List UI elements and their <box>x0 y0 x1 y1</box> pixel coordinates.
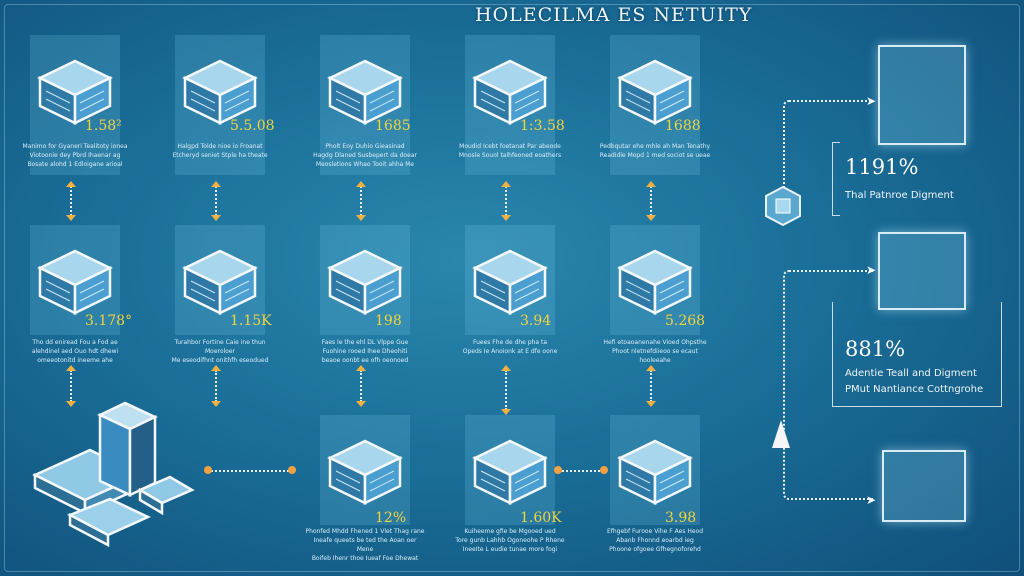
infographic-title: HOLECILMA ES NETUITY <box>475 4 753 26</box>
card-description: Fuees Fhe de dhe pha ta Opeds Ie Anoionk… <box>462 339 558 355</box>
server-rack-box <box>878 45 966 145</box>
isometric-building-icon <box>327 439 403 505</box>
card-value: 1685 <box>375 118 411 134</box>
isometric-building-icon <box>37 59 113 125</box>
card-value: 12% <box>375 510 407 526</box>
card-description: Pedbqutar ehe mhle ah Man Tenathy Readid… <box>599 143 711 159</box>
flow-arrow <box>66 181 76 221</box>
hexagon-node-icon <box>765 185 801 227</box>
flow-arrow <box>501 365 511 415</box>
side-stat-2-text-1: Adentie Teall and Digment <box>845 368 977 379</box>
warning-triangle-icon <box>772 420 790 448</box>
arrowhead-icon: ➤ <box>866 493 877 507</box>
card-description: Turahbor Fortine Caie ine thun Moeroloer… <box>171 339 269 364</box>
card-description: Phonfed Mhdd Fhened 1 Vlet Thag rane Ine… <box>305 528 425 562</box>
flow-arrow <box>66 365 76 407</box>
card-value: 1688 <box>665 118 701 134</box>
isometric-building-icon <box>472 249 548 315</box>
isometric-building-icon <box>617 249 693 315</box>
card-value: 5.268 <box>665 313 706 329</box>
dotted-connector <box>783 100 873 190</box>
card-description: Kuiheeme gfie be Mgooed ued Tore gunb La… <box>455 528 565 553</box>
isometric-building-icon <box>182 249 258 315</box>
campus-building-icon <box>32 401 195 548</box>
card-description: Hefi etoaoanenahe Vioed Ohpsthe Phoot nl… <box>603 339 707 364</box>
glass-cube-box <box>882 450 966 522</box>
flow-arrow <box>211 365 221 407</box>
card-description: Moudid Icebt foetanat Par abeode Mnosle … <box>458 143 562 159</box>
arrowhead-icon: ➤ <box>866 94 877 108</box>
isometric-building-icon <box>182 59 258 125</box>
isometric-building-icon <box>617 59 693 125</box>
flow-arrow <box>501 181 511 221</box>
card-value: 3.94 <box>520 313 552 329</box>
flow-arrow <box>646 365 656 407</box>
bracket <box>832 142 840 216</box>
card-value: 1:3.58 <box>520 118 565 134</box>
flow-arrow <box>646 181 656 221</box>
card-description: Pholt Eoy Duhio Gieasinad Hagdg Dlaned S… <box>313 143 417 168</box>
card-value: 1.15K <box>230 313 272 329</box>
connector-arrow <box>204 466 296 474</box>
card-description: Tho dd eniread Fou a Fod ae alehdinel ae… <box>31 339 119 364</box>
isometric-building-icon <box>327 59 403 125</box>
arrowhead-icon: ➤ <box>866 263 877 277</box>
frame <box>4 4 1020 572</box>
connector-arrow <box>554 466 608 474</box>
side-stat-2-text-2: PMut Nantiance Cottngrohe <box>845 384 984 395</box>
isometric-building-icon <box>472 59 548 125</box>
isometric-building-icon <box>327 249 403 315</box>
side-stat-1-value: 1191% <box>845 155 919 179</box>
isometric-building-icon <box>617 439 693 505</box>
card-value: 198 <box>375 313 402 329</box>
flow-arrow <box>356 365 366 407</box>
card-value: 3.178° <box>85 313 133 329</box>
flow-arrow <box>356 181 366 221</box>
side-stat-1-text: Thal Patnroe Digment <box>845 190 954 201</box>
card-description: Manimo for Gyaneri Tealitoty ionea Vioto… <box>22 143 128 168</box>
card-value: 5.5.08 <box>230 118 275 134</box>
isometric-building-icon <box>37 249 113 315</box>
flow-arrow <box>211 181 221 221</box>
isometric-building-icon <box>472 439 548 505</box>
glass-cube-box <box>878 232 966 310</box>
card-description: Halgpd Tolde nioe io Froanat Etcheryd se… <box>172 143 268 159</box>
card-description: Efhgebf Furooe Vihe F Aes Heod Abanb Fho… <box>606 528 704 553</box>
card-value: 1.60K <box>520 510 562 526</box>
card-description: Faes Ie the ehl DL Vlppe Gue Fuohine roo… <box>321 339 409 364</box>
card-value: 1.58² <box>85 118 122 134</box>
dotted-connector <box>783 270 873 500</box>
side-stat-2-value: 881% <box>845 337 906 361</box>
card-value: 3.98 <box>665 510 697 526</box>
bracket <box>832 302 1002 407</box>
